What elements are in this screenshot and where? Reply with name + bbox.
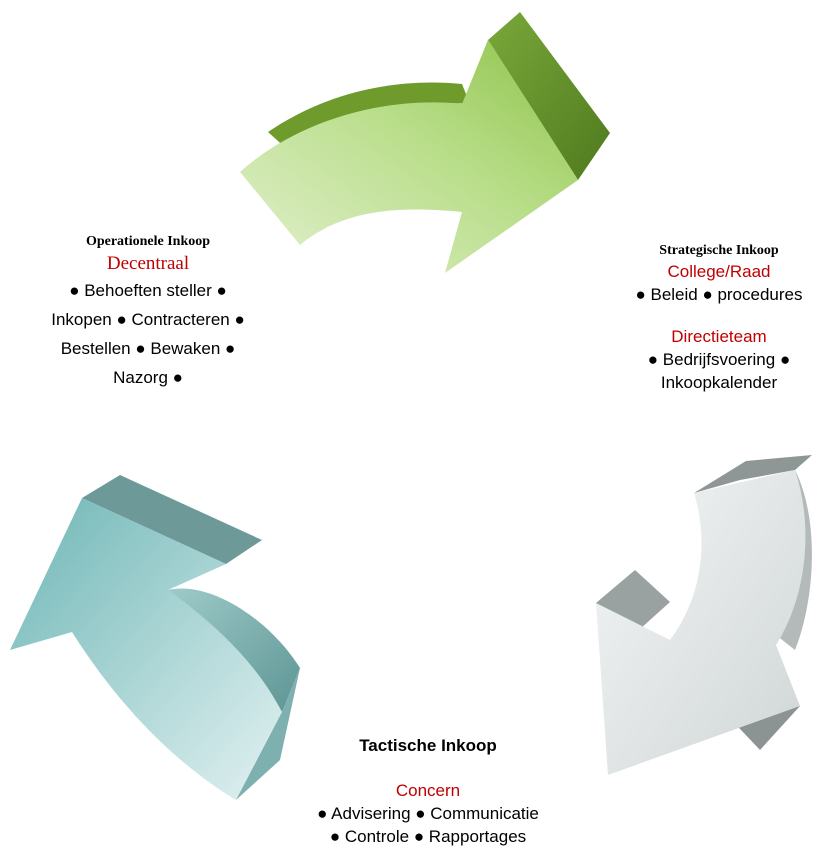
strategic-subtitle-1: College/Raad (667, 262, 771, 281)
operational-line-4: Nazorg ● (113, 368, 183, 387)
gray-arrow-face (596, 470, 806, 775)
strategic-line-1: ● Beleid ● procedures (635, 285, 803, 304)
operational-block: Operationele Inkoop Decentraal ● Behoeft… (8, 234, 288, 392)
tactical-line-2: ● Controle ● Rapportages (329, 827, 527, 846)
teal-arrow-face (10, 498, 282, 800)
operational-line-2: Inkopen ● Contracteren ● (51, 310, 245, 329)
operational-line-3: Bestellen ● Bewaken ● (60, 339, 236, 358)
green-arrow-inner (268, 82, 470, 150)
tactical-subtitle: Concern (395, 781, 461, 800)
strategic-title: Strategische Inkoop (659, 243, 779, 258)
teal-arrow (10, 475, 300, 800)
gray-arrow-cap (694, 455, 812, 493)
operational-line-1: ● Behoeften steller ● (69, 281, 227, 300)
green-arrow (240, 12, 610, 273)
operational-subtitle: Decentraal (106, 253, 190, 274)
green-arrow-head-side (488, 12, 610, 180)
strategic-block: Strategische Inkoop College/Raad ● Belei… (605, 243, 833, 394)
gray-arrow (596, 455, 812, 775)
strategic-line-3: Inkoopkalender (660, 373, 778, 392)
operational-title: Operationele Inkoop (85, 234, 211, 249)
teal-arrow-head-cap (82, 475, 262, 564)
strategic-subtitle-2: Directieteam (671, 327, 767, 346)
tactical-line-1: ● Advisering ● Communicatie (317, 804, 539, 823)
tactical-block: Tactische Inkoop Concern ● Advisering ● … (268, 736, 588, 848)
strategic-line-2: ● Bedrijfsvoering ● (647, 350, 791, 369)
green-arrow-face (240, 40, 578, 273)
tactical-title: Tactische Inkoop (359, 736, 497, 755)
